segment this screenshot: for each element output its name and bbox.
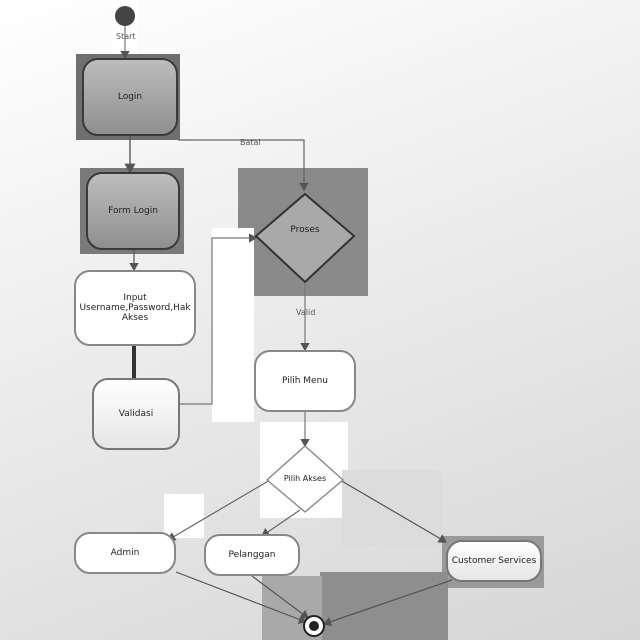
login-activity[interactable]: Login [82,58,178,136]
proses-decision-shape [254,192,356,284]
admin-label: Admin [110,548,140,558]
start-label: Start [116,32,136,41]
pilih-menu-activity[interactable]: Pilih Menu [254,350,356,412]
shade-right-gray [342,470,442,546]
pilih-akses-decision-shape [265,445,345,513]
customer-services-activity[interactable]: Customer Services [446,540,542,582]
input-label: Input Username,Password,Hak Akses [79,293,191,323]
edge-label-valid: Valid [296,308,316,317]
login-label: Login [117,92,143,102]
pelanggan-label: Pelanggan [228,550,276,560]
form-login-label: Form Login [108,206,158,216]
pelanggan-activity[interactable]: Pelanggan [204,534,300,576]
input-activity[interactable]: Input Username,Password,Hak Akses [74,270,196,346]
edge-label-batal: Batal [240,138,261,147]
validasi-label: Validasi [118,409,154,419]
shade-end [320,572,448,640]
customer-services-label: Customer Services [451,556,537,566]
start-node [115,6,135,26]
proses-label: Proses [290,225,320,235]
admin-activity[interactable]: Admin [74,532,176,574]
shade-mid-white [212,228,254,422]
validasi-activity[interactable]: Validasi [92,378,180,450]
pilih-akses-label: Pilih Akses [283,474,327,483]
form-login-activity[interactable]: Form Login [86,172,180,250]
pilih-menu-label: Pilih Menu [281,376,328,386]
